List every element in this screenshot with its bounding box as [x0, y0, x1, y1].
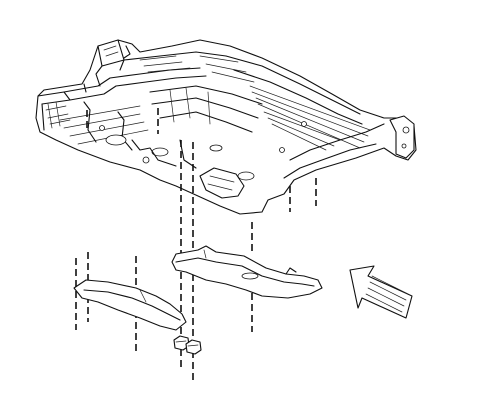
nut-icon	[173, 335, 202, 355]
rear-shield-illustration	[73, 279, 187, 331]
floor-pan-illustration	[35, 39, 417, 215]
direction-arrow-icon	[349, 265, 413, 319]
front-shield-illustration	[171, 245, 323, 299]
